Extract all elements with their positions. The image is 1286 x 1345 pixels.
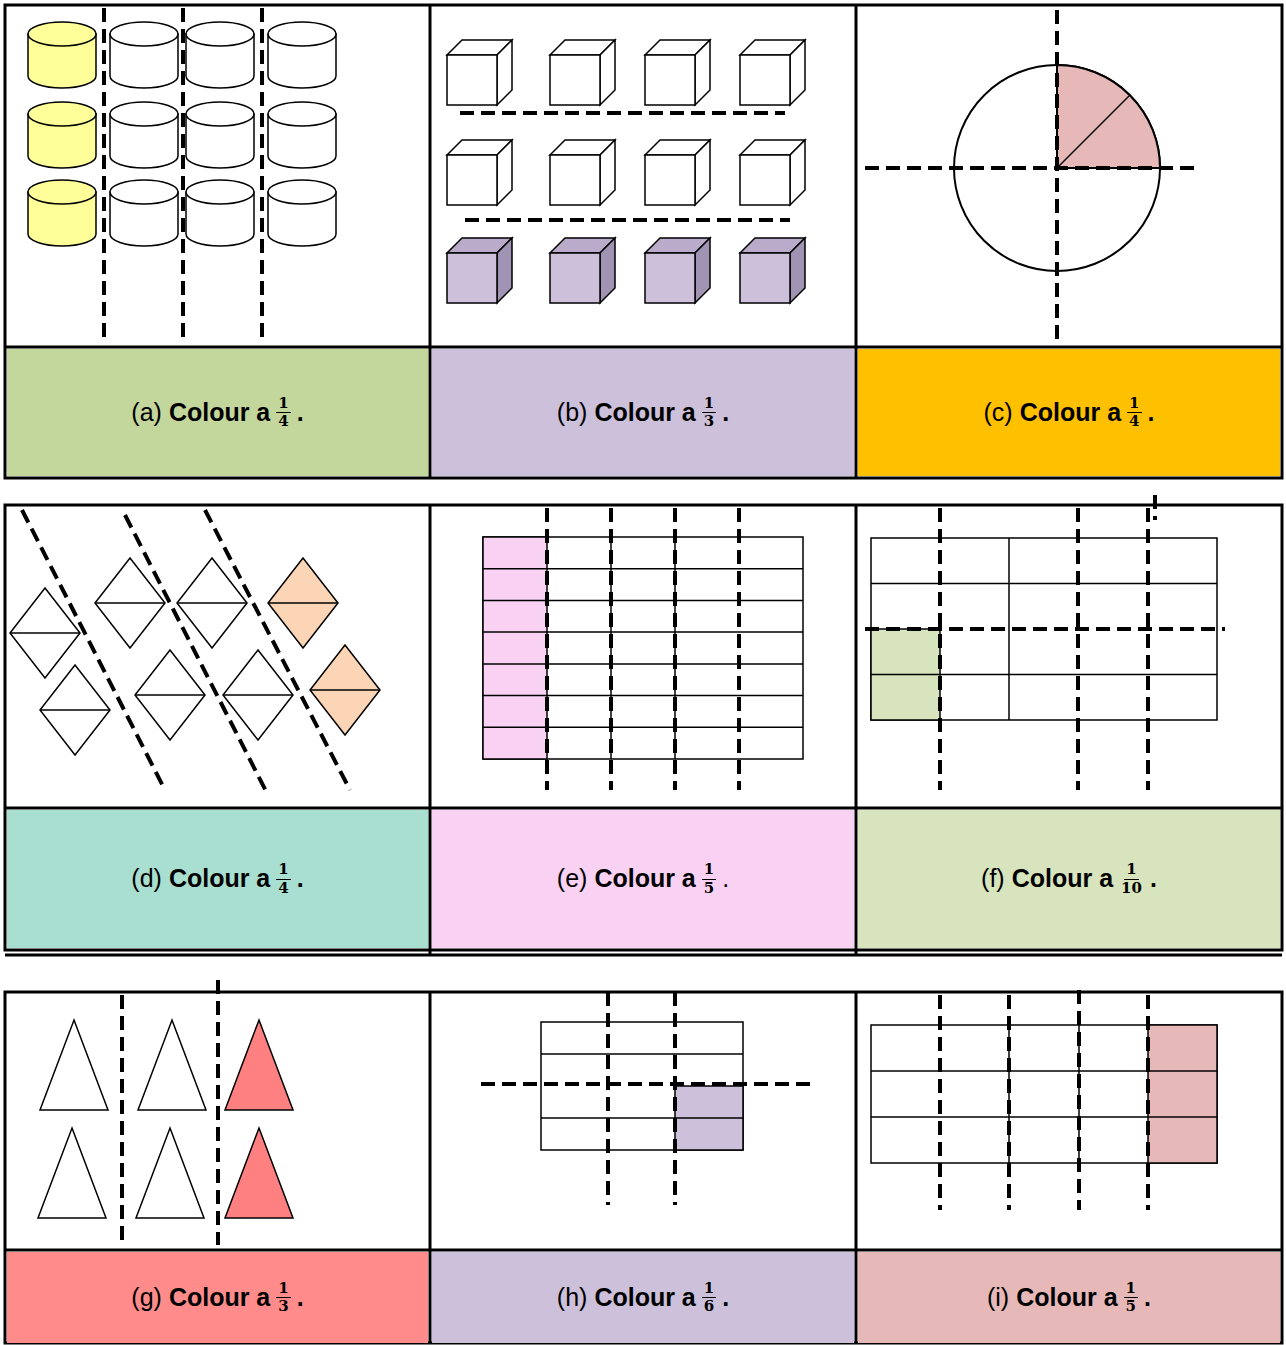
caption-band: (a)Colour a14. xyxy=(7,349,428,476)
item-label: (d) xyxy=(131,865,162,893)
item-label: (i) xyxy=(987,1284,1009,1312)
fraction: 15 xyxy=(702,861,716,897)
grid-e xyxy=(483,537,803,759)
fraction: 13 xyxy=(702,395,716,431)
fraction: 13 xyxy=(276,1280,290,1316)
fraction-numerator: 1 xyxy=(1127,395,1141,413)
full-stop: . xyxy=(1150,865,1157,893)
item-label: (h) xyxy=(557,1284,588,1312)
fraction-denominator: 5 xyxy=(1124,1298,1138,1315)
caption-band: (i)Colour a15. xyxy=(858,1252,1280,1343)
caption-band: (f)Colour a110. xyxy=(858,810,1280,948)
instruction-text: Colour a xyxy=(169,865,270,893)
full-stop: . xyxy=(722,865,729,893)
instruction-text: Colour a xyxy=(594,1284,695,1312)
fraction-denominator: 4 xyxy=(276,413,290,430)
item-label: (a) xyxy=(131,399,162,427)
item-label: (b) xyxy=(557,399,588,427)
dashed-dividers xyxy=(22,8,1225,1245)
caption-band: (g)Colour a13. xyxy=(7,1252,428,1343)
fraction: 14 xyxy=(276,395,290,431)
cubes xyxy=(447,40,805,303)
fraction-denominator: 10 xyxy=(1119,880,1144,897)
diamonds xyxy=(10,558,380,755)
instruction-text: Colour a xyxy=(1016,1284,1117,1312)
fraction-denominator: 3 xyxy=(276,1298,290,1315)
triangles xyxy=(38,1020,293,1218)
item-label: (e) xyxy=(557,865,588,893)
instruction-text: Colour a xyxy=(594,399,695,427)
instruction-text: Colour a xyxy=(169,1284,270,1312)
panel-frames xyxy=(5,5,1282,1343)
full-stop: . xyxy=(722,399,729,427)
fraction: 110 xyxy=(1119,861,1144,897)
instruction-text: Colour a xyxy=(1020,399,1121,427)
fraction-numerator: 1 xyxy=(1124,861,1138,879)
fraction-numerator: 1 xyxy=(276,395,290,413)
fraction-numerator: 1 xyxy=(702,1280,716,1298)
instruction-text: Colour a xyxy=(169,399,270,427)
grid-i xyxy=(871,1025,1217,1163)
fraction-numerator: 1 xyxy=(702,395,716,413)
instruction-text: Colour a xyxy=(1012,865,1113,893)
fraction-numerator: 1 xyxy=(1124,1280,1138,1298)
full-stop: . xyxy=(297,399,304,427)
instruction-text: Colour a xyxy=(594,865,695,893)
full-stop: . xyxy=(1144,1284,1151,1312)
caption-band: (h)Colour a16. xyxy=(432,1252,854,1343)
fraction: 16 xyxy=(702,1280,716,1316)
fraction: 14 xyxy=(1127,395,1141,431)
caption-band: (e)Colour a15. xyxy=(432,810,854,948)
full-stop: . xyxy=(297,865,304,893)
caption-band: (d)Colour a14. xyxy=(7,810,428,948)
full-stop: . xyxy=(297,1284,304,1312)
fraction: 15 xyxy=(1124,1280,1138,1316)
caption-band: (c)Colour a14. xyxy=(858,349,1280,476)
fraction-denominator: 6 xyxy=(702,1298,716,1315)
fraction: 14 xyxy=(276,861,290,897)
fraction-denominator: 4 xyxy=(1127,413,1141,430)
fraction-denominator: 5 xyxy=(702,880,716,897)
fraction-numerator: 1 xyxy=(276,861,290,879)
item-label: (g) xyxy=(131,1284,162,1312)
caption-band: (b)Colour a13. xyxy=(432,349,854,476)
item-label: (f) xyxy=(981,865,1005,893)
full-stop: . xyxy=(722,1284,729,1312)
fraction-numerator: 1 xyxy=(276,1280,290,1298)
fraction-denominator: 3 xyxy=(702,413,716,430)
fraction-numerator: 1 xyxy=(702,861,716,879)
item-label: (c) xyxy=(984,399,1013,427)
fraction-denominator: 4 xyxy=(276,880,290,897)
full-stop: . xyxy=(1148,399,1155,427)
